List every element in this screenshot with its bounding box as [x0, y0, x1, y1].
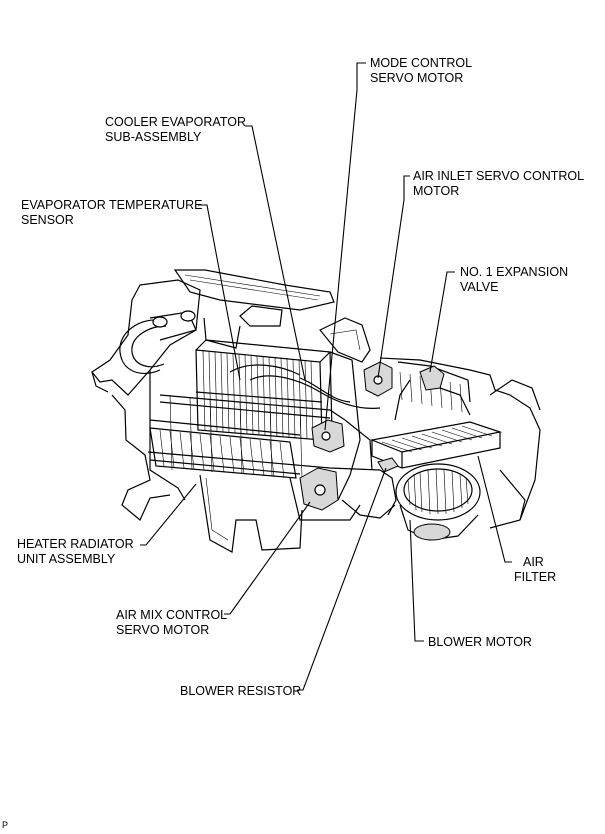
- leader-lines: [140, 62, 512, 691]
- label-heater-radiator-unit: HEATER RADIATOR UNIT ASSEMBLY: [17, 537, 137, 566]
- leader-evaporator-temperature-sensor: [198, 204, 241, 381]
- air-filter-box: [369, 421, 503, 469]
- heater-radiator: [149, 427, 297, 479]
- wire-harness-frame: [147, 364, 381, 479]
- expansion-valve-area: [394, 365, 471, 421]
- leader-blower-motor: [409, 519, 424, 642]
- label-cooler-evaporator: COOLER EVAPORATOR SUB-ASSEMBLY: [105, 115, 250, 144]
- blower-motor-wheel: [379, 463, 481, 541]
- refrigerant-pipes: [119, 310, 197, 374]
- leader-mode-control-servo-motor: [324, 62, 366, 431]
- duct-outlet: [203, 305, 371, 363]
- leader-air-filter: [477, 455, 512, 563]
- label-blower-resistor: BLOWER RESISTOR: [180, 684, 301, 698]
- leader-air-inlet-servo-control-motor: [377, 175, 410, 379]
- leader-no1-expansion-valve: [429, 271, 455, 373]
- label-mode-control-servo-motor: MODE CONTROL SERVO MOTOR: [370, 56, 475, 85]
- evaporator-core: [195, 339, 333, 441]
- page-code: P: [2, 820, 9, 830]
- label-air-inlet-servo-control-motor: AIR INLET SERVO CONTROL MOTOR: [413, 169, 587, 198]
- center-housing: [289, 351, 396, 521]
- hvac-assembly-illustration: [91, 269, 541, 553]
- servo-motors: [299, 361, 393, 511]
- blower-housing: [379, 357, 541, 529]
- label-no1-expansion-valve: NO. 1 EXPANSION VALVE: [460, 265, 572, 294]
- leader-air-mix-control-servo-motor: [224, 501, 311, 615]
- leader-blower-resistor: [297, 467, 387, 691]
- callout-labels: MODE CONTROL SERVO MOTOR COOLER EVAPORAT…: [17, 56, 587, 698]
- label-evaporator-temperature-sensor: EVAPORATOR TEMPERATURE SENSOR: [21, 198, 206, 227]
- blower-resistor-part: [377, 457, 399, 473]
- leader-cooler-evaporator: [245, 125, 306, 381]
- label-air-filter: AIR FILTER: [514, 555, 556, 584]
- label-blower-motor: BLOWER MOTOR: [428, 635, 532, 649]
- leader-heater-radiator-unit: [140, 483, 197, 546]
- label-air-mix-control-servo-motor: AIR MIX CONTROL SERVO MOTOR: [116, 608, 230, 637]
